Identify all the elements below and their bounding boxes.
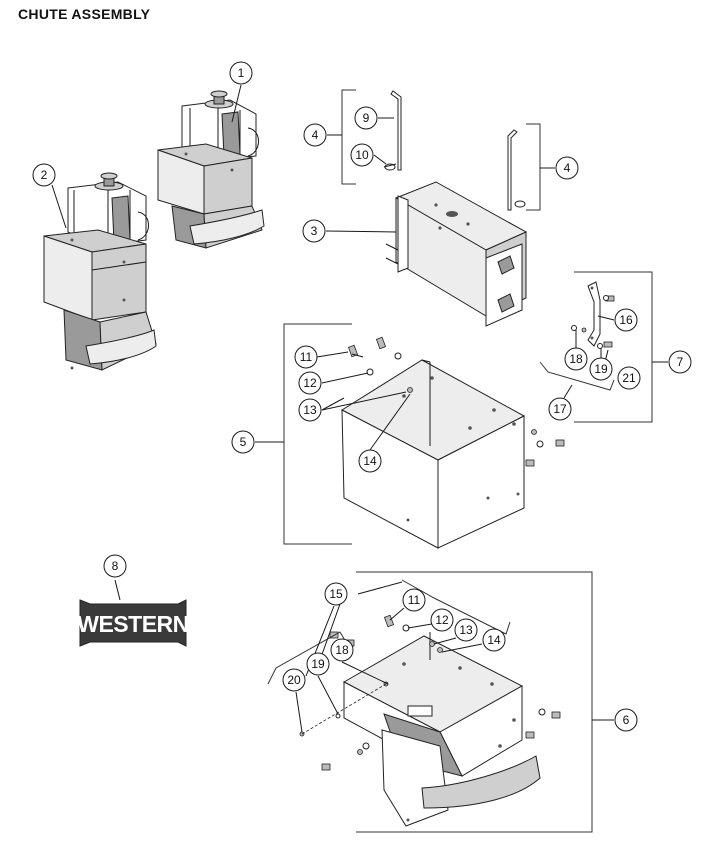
logo-text: WESTERN (77, 611, 189, 637)
callout-13-box: 13 (298, 398, 322, 422)
page-title: CHUTE ASSEMBLY (18, 6, 151, 22)
assembled-chute-large (43, 172, 157, 371)
callout-20: 20 (282, 668, 306, 692)
callout-15: 15 (324, 582, 348, 606)
callout-4-left: 4 (303, 123, 327, 147)
svg-text:9: 9 (363, 111, 370, 125)
callout-21: 21 (617, 366, 641, 390)
western-logo-decal: WESTERN (77, 599, 189, 647)
svg-text:19: 19 (311, 657, 325, 671)
callout-16: 16 (614, 308, 638, 332)
svg-text:2: 2 (41, 168, 48, 182)
svg-text:11: 11 (408, 593, 421, 607)
callout-3: 3 (302, 219, 326, 243)
callout-2: 2 (32, 163, 56, 187)
svg-text:10: 10 (355, 148, 369, 162)
svg-text:14: 14 (487, 633, 501, 647)
svg-text:5: 5 (240, 435, 247, 449)
callout-11-box: 11 (294, 345, 318, 369)
handle-16 (587, 281, 601, 347)
svg-text:6: 6 (623, 713, 630, 727)
leader-lines (51, 84, 668, 733)
callout-11-lower: 11 (402, 588, 426, 612)
clip-10 (383, 163, 397, 171)
callout-6: 6 (614, 708, 638, 732)
svg-text:20: 20 (287, 673, 301, 687)
callout-1: 1 (229, 61, 253, 85)
callout-12-box: 12 (298, 371, 322, 395)
callout-4-right: 4 (555, 156, 579, 180)
svg-text:12: 12 (303, 376, 317, 390)
pin-9 (390, 90, 402, 171)
chute-box-5 (340, 359, 526, 549)
svg-text:19: 19 (594, 362, 608, 376)
svg-text:16: 16 (619, 313, 633, 327)
assembled-chute-small (157, 90, 265, 249)
callout-18-lower: 18 (330, 638, 354, 662)
svg-text:11: 11 (300, 350, 313, 364)
hardware-group-5 (347, 336, 565, 467)
lower-chute-6 (342, 632, 541, 827)
svg-text:7: 7 (677, 355, 684, 369)
callout-5: 5 (231, 430, 255, 454)
svg-text:12: 12 (435, 613, 449, 627)
callout-7: 7 (668, 350, 692, 374)
svg-text:14: 14 (363, 454, 377, 468)
callout-10: 10 (350, 143, 374, 167)
top-bracket-3 (385, 181, 528, 327)
callout-13-lower: 13 (454, 618, 478, 642)
callout-17: 17 (548, 397, 572, 421)
callout-12-lower: 12 (430, 608, 454, 632)
svg-text:17: 17 (553, 402, 567, 416)
svg-text:4: 4 (312, 128, 319, 142)
svg-text:8: 8 (112, 559, 119, 573)
svg-text:18: 18 (335, 643, 349, 657)
svg-text:13: 13 (303, 403, 317, 417)
callout-8: 8 (103, 554, 127, 578)
svg-text:3: 3 (311, 224, 318, 238)
svg-text:18: 18 (569, 352, 583, 366)
svg-text:15: 15 (329, 587, 343, 601)
pin-4 (507, 129, 526, 211)
svg-text:4: 4 (564, 161, 571, 175)
svg-text:13: 13 (459, 623, 473, 637)
svg-text:1: 1 (238, 66, 245, 80)
hardware-group-7 (571, 295, 615, 349)
svg-text:21: 21 (622, 371, 636, 385)
callout-14-lower: 14 (482, 628, 506, 652)
callout-18-handle: 18 (564, 347, 588, 371)
callout-19-lower: 19 (306, 652, 330, 676)
callout-14-box: 14 (358, 449, 382, 473)
callout-19-handle: 19 (589, 357, 613, 381)
callout-9: 9 (354, 106, 378, 130)
